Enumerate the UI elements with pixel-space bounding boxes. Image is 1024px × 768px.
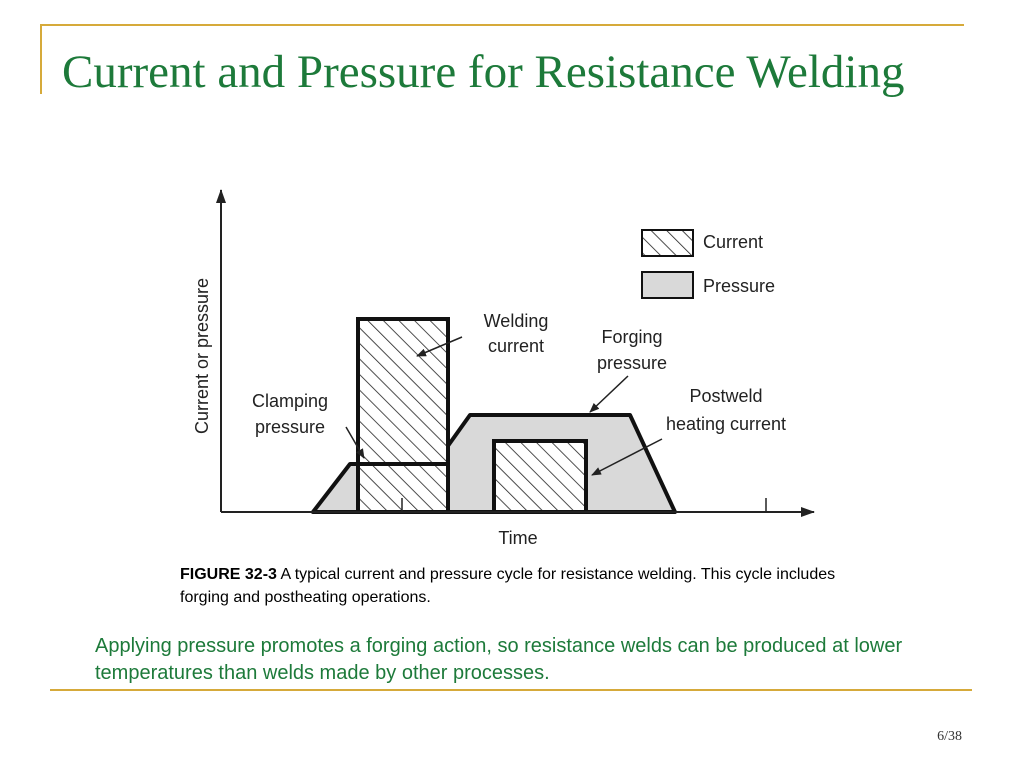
top-rule — [40, 24, 964, 26]
legend-pressure-label: Pressure — [703, 276, 775, 296]
forging-pressure-label-line2: pressure — [597, 353, 667, 373]
figure-caption: FIGURE 32-3 A typical current and pressu… — [180, 563, 880, 609]
page-number: 6/38 — [937, 729, 962, 744]
forging-pressure-arrow — [589, 375, 629, 413]
postweld-arrow — [591, 438, 663, 476]
diagram-svg: Current or pressure Time Current Pressur… — [192, 189, 815, 548]
postweld-label-line2: heating current — [666, 414, 786, 434]
body-text: Applying pressure promotes a forging act… — [95, 635, 903, 684]
y-axis-label: Current or pressure — [192, 278, 212, 434]
legend-current-swatch — [641, 229, 694, 257]
figure-caption-text: A typical current and pressure cycle for… — [180, 566, 836, 606]
clamping-pressure-label-line2: pressure — [255, 417, 325, 437]
clamping-pressure-label-line1: Clamping — [252, 391, 328, 411]
slide-title: Current and Pressure for Resistance Weld… — [62, 46, 905, 98]
figure-caption-label: FIGURE 32-3 — [180, 566, 277, 583]
welding-current-pulse — [356, 317, 450, 514]
left-rule — [40, 24, 42, 94]
x-axis-label: Time — [498, 528, 537, 548]
forging-pressure-label-line1: Forging — [601, 327, 662, 347]
postweld-current-pulse — [492, 439, 588, 514]
postweld-label-line1: Postweld — [689, 386, 762, 406]
clamping-pressure-arrow — [345, 426, 365, 459]
legend-current-label: Current — [703, 232, 763, 252]
welding-cycle-diagram: Current or pressure Time Current Pressur… — [180, 180, 840, 550]
bottom-rule — [50, 689, 972, 691]
welding-current-label-line1: Welding — [484, 311, 549, 331]
welding-current-label-line2: current — [488, 336, 544, 356]
welding-current-arrow — [416, 336, 463, 357]
legend-pressure-swatch — [641, 271, 694, 299]
